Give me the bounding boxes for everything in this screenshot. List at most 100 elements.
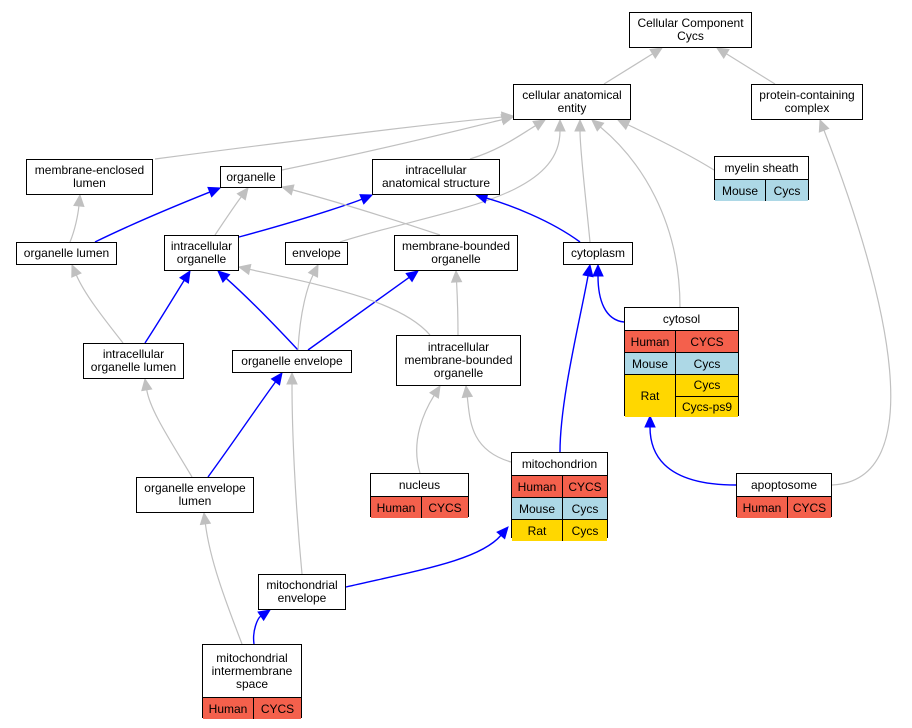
term-label: mitochondrion	[521, 456, 598, 471]
edge-ias-to-cae	[469, 119, 547, 160]
edge-mis-to-oel	[199, 511, 243, 645]
edge-mis-to-menv	[252, 609, 272, 645]
edge-menv-to-oenv	[286, 371, 303, 575]
edge-oel-to-iol	[141, 377, 193, 478]
edge-org-to-cae	[281, 114, 515, 171]
edge-mel-to-cae	[154, 111, 515, 160]
gene-cell: CYCS	[254, 698, 301, 719]
term-label: myelin sheath	[724, 160, 799, 175]
gene-cell: Cycs	[563, 520, 607, 541]
term-node-cyp[interactable]: cytoplasm	[563, 242, 633, 265]
term-label: organelle lumen	[23, 246, 110, 260]
species-cell: Human	[371, 497, 422, 518]
edge-imbo-to-mbo	[450, 269, 463, 336]
edge-cyp-to-cae	[574, 118, 591, 243]
term-node-mel[interactable]: membrane-enclosed lumen	[26, 159, 153, 195]
species-cell: Mouse	[715, 180, 766, 201]
species-cell: Rat	[512, 520, 563, 541]
edge-iorg-to-ias	[238, 194, 374, 238]
edge-cyt-to-cae	[591, 119, 681, 308]
edge-iol-to-iorg	[144, 269, 191, 344]
term-label: organelle	[226, 169, 276, 184]
term-node-oel[interactable]: organelle envelope lumen	[136, 477, 254, 513]
edge-oenv-to-mbo	[307, 270, 419, 351]
edge-mito-to-cyp	[559, 263, 594, 453]
species-cell: Rat	[625, 375, 676, 417]
edge-mbo-to-org	[280, 184, 441, 236]
term-label: cytosol	[662, 311, 701, 326]
term-label: apoptosome	[750, 477, 818, 492]
term-label: cytoplasm	[570, 246, 626, 260]
term-node-iol[interactable]: intracellular organelle lumen	[83, 343, 184, 379]
edge-imbo-to-iorg	[237, 263, 431, 336]
term-node-menv[interactable]: mitochondrial envelope	[258, 574, 346, 610]
edge-iol-to-orl	[71, 263, 124, 344]
species-cell: Mouse	[625, 353, 676, 374]
term-node-imbo[interactable]: intracellular membrane-bounded organelle	[396, 335, 521, 386]
term-node-oenv[interactable]: organelle envelope	[232, 350, 352, 373]
term-node-iorg[interactable]: intracellular organelle	[164, 235, 239, 271]
term-label: intracellular membrane-bounded organelle	[404, 340, 513, 380]
edge-pcc-to-root	[715, 47, 776, 85]
edge-env-to-cae	[339, 118, 566, 243]
edge-apo-to-cyt	[644, 414, 737, 486]
gene-cell: Cycs	[766, 180, 808, 201]
edge-cyt-to-cyp	[592, 263, 625, 323]
species-cell: Human	[203, 698, 254, 719]
term-label: mitochondrial intermembrane space	[211, 650, 293, 691]
species-cell: Human	[512, 476, 563, 497]
term-label: nucleus	[398, 477, 441, 492]
term-node-root[interactable]: Cellular Component Cycs	[629, 12, 752, 48]
edge-mye-to-cae	[616, 119, 715, 171]
gene-cell: CYCS	[422, 497, 468, 518]
species-cell: Mouse	[512, 498, 563, 519]
species-cell: Human	[737, 497, 788, 518]
edge-oel-to-oenv	[207, 372, 283, 478]
edge-mito-to-imbo	[461, 384, 512, 463]
edge-orl-to-mel	[69, 193, 85, 243]
term-node-org[interactable]: organelle	[220, 166, 282, 188]
term-label: cellular anatomical entity	[522, 88, 622, 115]
term-node-pcc[interactable]: protein-containing complex	[751, 84, 863, 120]
gene-cell: CYCS	[676, 331, 738, 352]
term-label: mitochondrial envelope	[266, 578, 338, 605]
edge-orl-to-org	[94, 186, 222, 243]
term-label: envelope	[292, 246, 341, 260]
term-node-env[interactable]: envelope	[285, 242, 348, 265]
term-node-ias[interactable]: intracellular anatomical structure	[372, 159, 500, 195]
gene-cell: Cycs-ps9	[676, 395, 738, 417]
term-node-cae[interactable]: cellular anatomical entity	[513, 84, 631, 120]
gene-cell: CYCS	[563, 476, 607, 497]
edge-iorg-to-org	[214, 187, 249, 236]
term-node-mbo[interactable]: membrane-bounded organelle	[394, 235, 518, 271]
species-cell: Human	[625, 331, 676, 352]
gene-cell: CYCS	[788, 497, 831, 518]
term-label: organelle envelope lumen	[144, 481, 246, 508]
term-label: membrane-bounded organelle	[401, 239, 511, 266]
term-label: organelle envelope	[241, 354, 343, 368]
term-label: protein-containing complex	[759, 88, 855, 115]
term-label: intracellular organelle lumen	[90, 347, 177, 374]
term-node-orl[interactable]: organelle lumen	[16, 242, 117, 265]
edge-oenv-to-iorg	[217, 270, 299, 351]
